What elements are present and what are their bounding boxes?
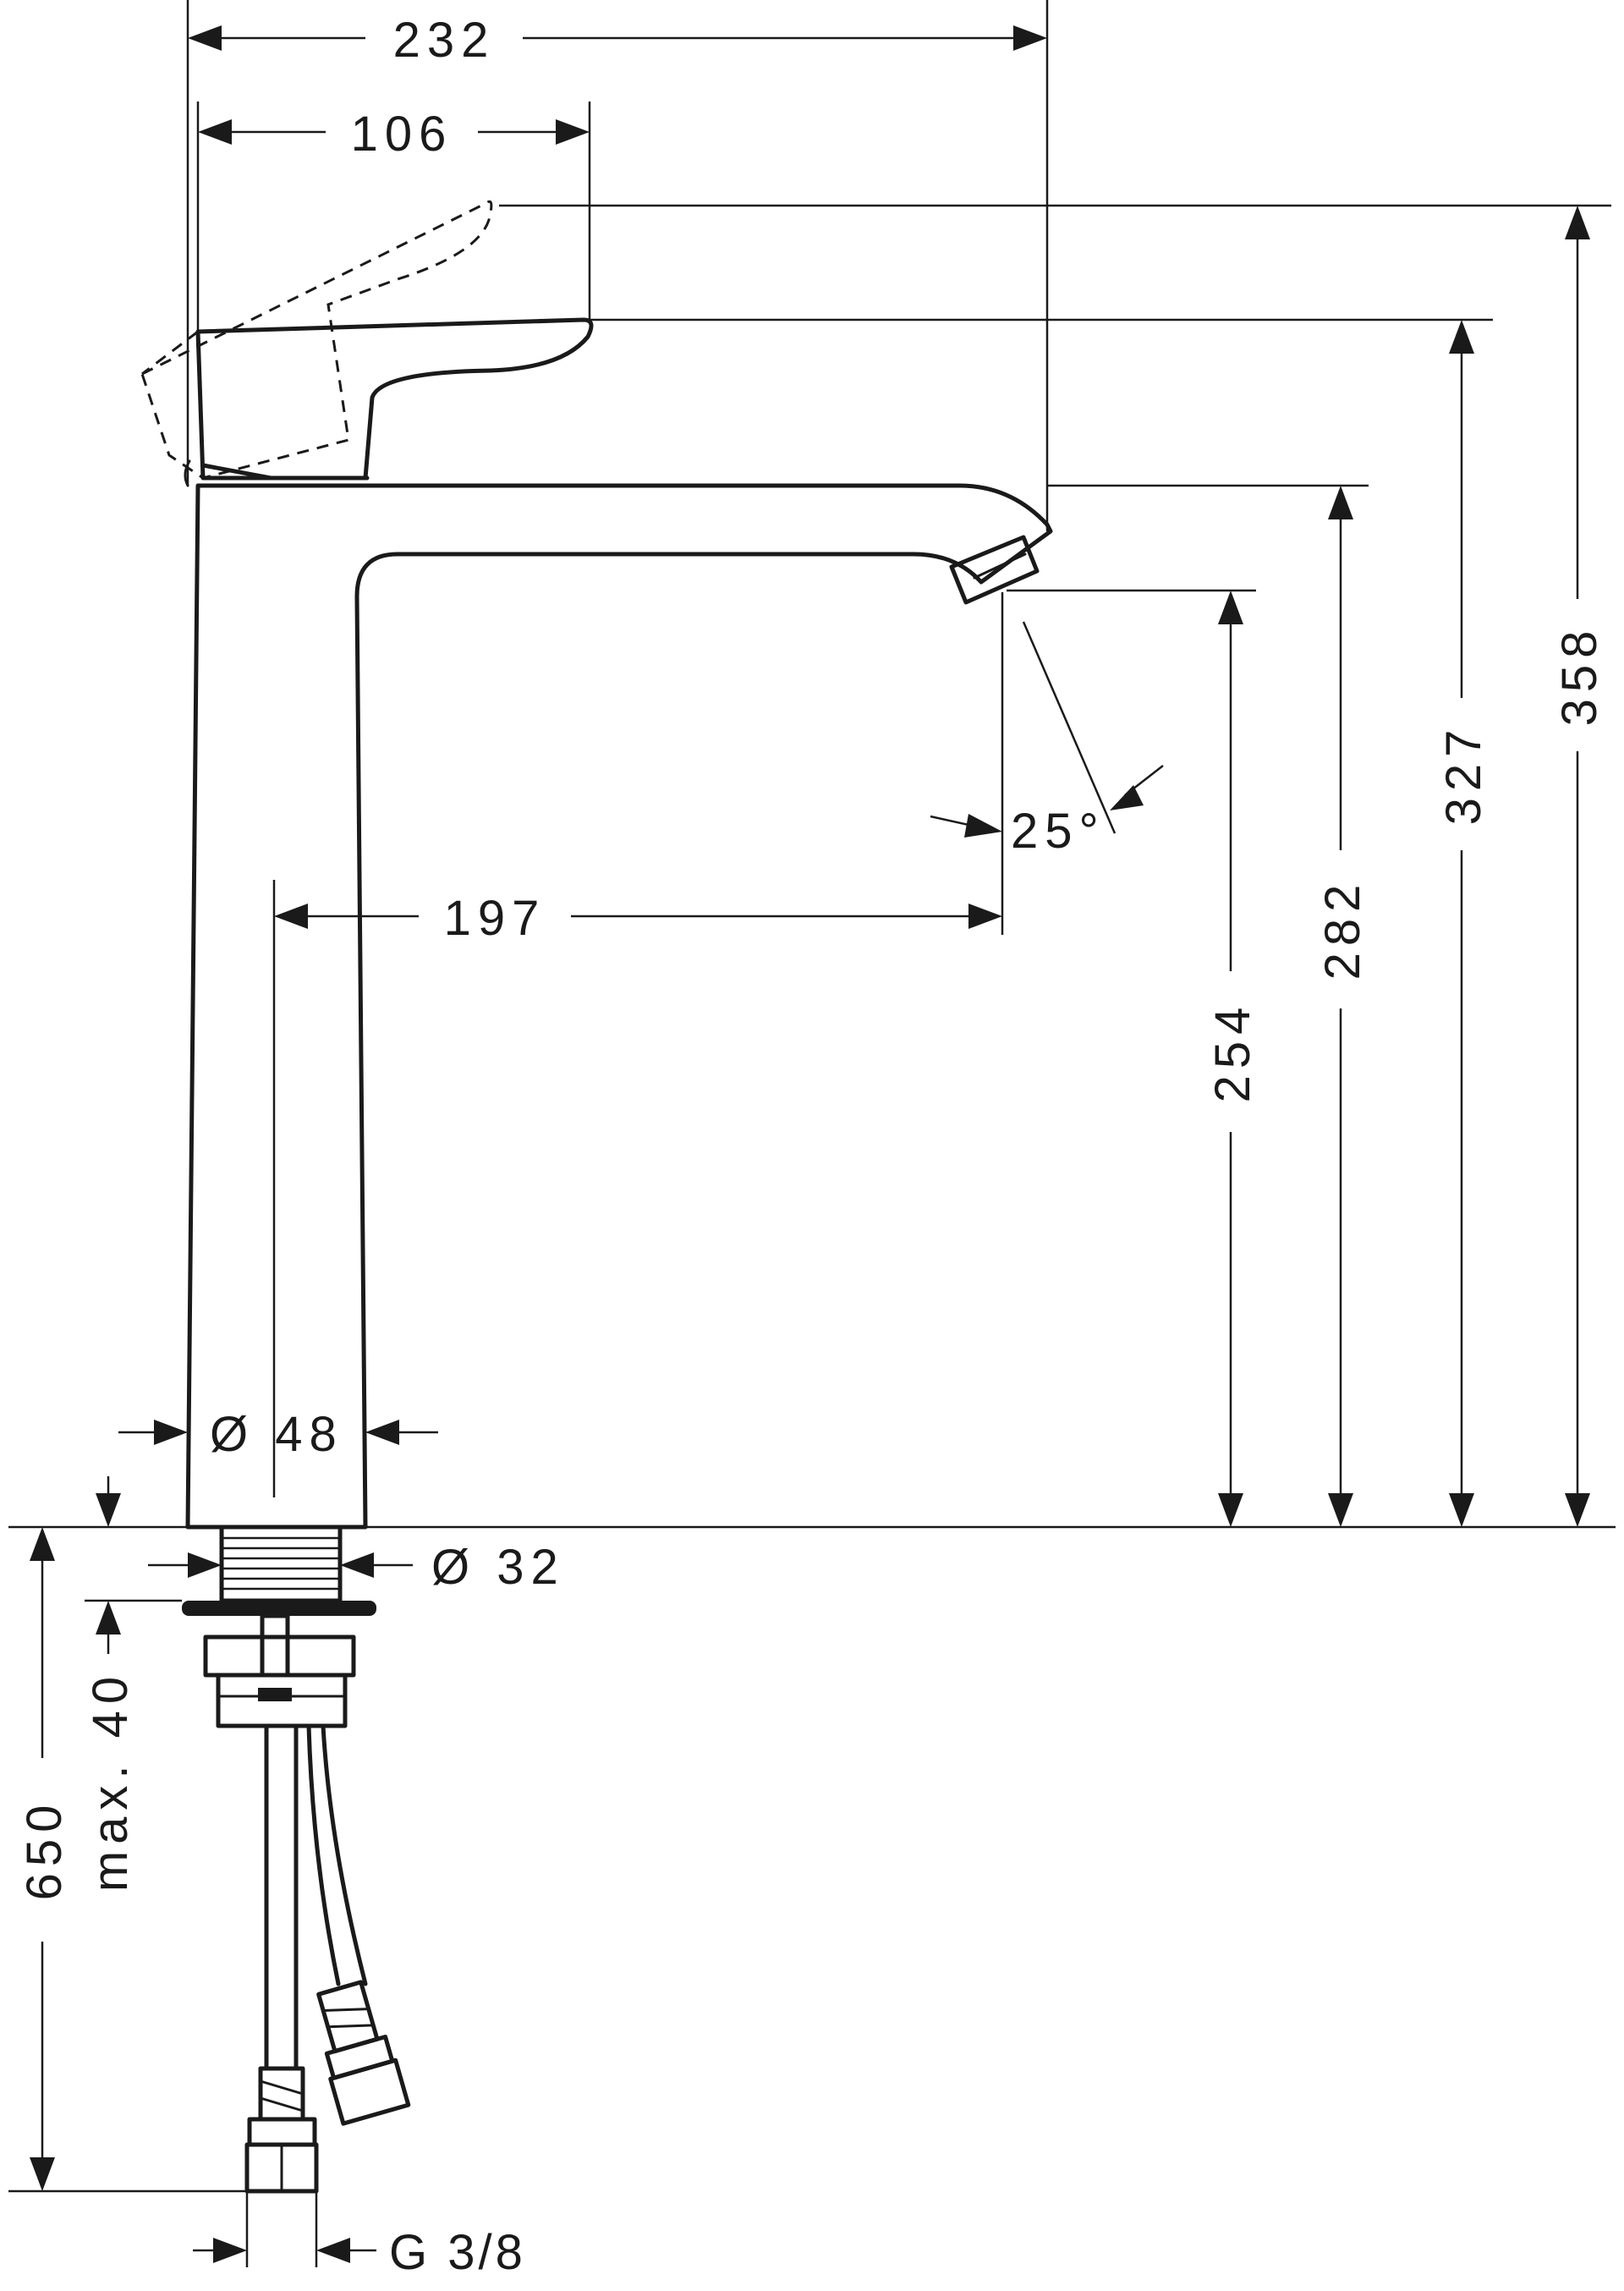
dim-deck-thickness: max. 40 [83, 1476, 182, 1892]
dim-connection-thread: G 3/8 [193, 2191, 526, 2280]
dim-label-diameter-48: Ø 48 [210, 1407, 343, 1462]
dim-hose-length: 650 [8, 1527, 247, 2193]
mounting-assembly [182, 1525, 411, 2194]
dim-label-diameter-32: Ø 32 [431, 1540, 565, 1595]
dim-body-diameter: Ø 48 [118, 1407, 438, 1462]
dim-spout-reach: 197 [272, 592, 1004, 1497]
dim-label-g-3-8: G 3/8 [389, 2225, 526, 2280]
dim-height-lever-top: 327 [590, 318, 1493, 1527]
dim-label-197: 197 [444, 891, 546, 946]
dim-label-282: 282 [1315, 878, 1370, 981]
dim-label-254: 254 [1205, 1001, 1260, 1103]
dim-label-max-40: max. 40 [83, 1670, 138, 1892]
dim-shank-diameter: Ø 32 [148, 1540, 565, 1595]
dim-label-232: 232 [393, 13, 496, 68]
dim-height-spout-top: 282 [1047, 484, 1370, 1527]
dim-label-650: 650 [17, 1799, 72, 1901]
dim-label-25-deg: 25° [1011, 804, 1106, 859]
dim-lever-reach: 106 [196, 102, 591, 332]
dim-label-358: 358 [1552, 624, 1607, 727]
dim-label-327: 327 [1436, 723, 1491, 826]
faucet-body [140, 200, 1053, 1530]
dim-label-106: 106 [351, 107, 453, 162]
dim-height-outlet: 254 [1007, 589, 1260, 1527]
dim-spray-angle: 25° [930, 621, 1164, 859]
dim-overall-width: 232 [186, 0, 1049, 531]
dim-height-lever-open: 358 [499, 204, 1611, 1527]
